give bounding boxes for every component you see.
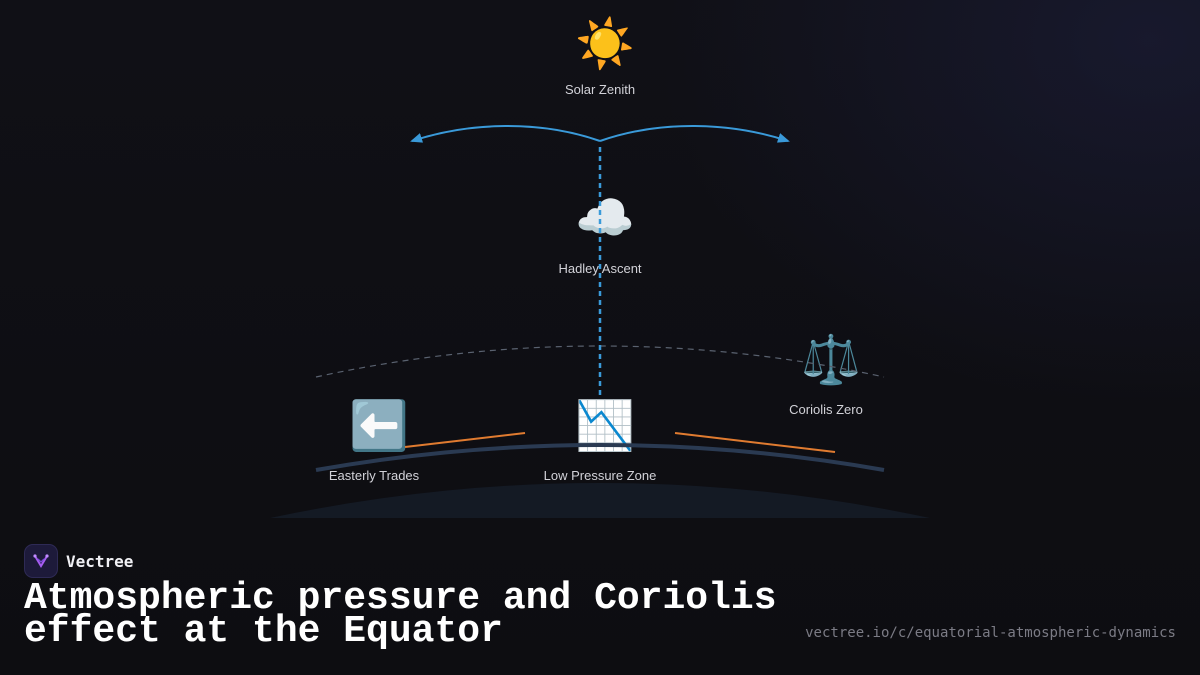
brand-name: Vectree xyxy=(66,551,134,571)
solar-zenith-label: Solar Zenith xyxy=(564,82,636,97)
outflow-arrow-left xyxy=(410,125,601,143)
low-pressure-zone-label: Low Pressure Zone xyxy=(543,468,657,483)
vectree-logo-icon xyxy=(24,544,58,578)
easterly-trades-label: Easterly Trades xyxy=(328,468,420,483)
outflow-arrow-right xyxy=(599,125,790,143)
trade-wind-left xyxy=(404,432,526,448)
surface-curve xyxy=(315,443,885,472)
balance-scale-icon: ⚖️ xyxy=(801,332,861,388)
left-arrow-icon: ⬅️ xyxy=(349,398,409,454)
sun-icon: ☀️ xyxy=(575,16,635,72)
brand[interactable]: Vectree xyxy=(24,544,133,578)
page-title: Atmospheric pressure and Coriolis effect… xyxy=(24,577,777,653)
brand-bar: Vectree xyxy=(24,544,133,578)
coriolis-zero-label: Coriolis Zero xyxy=(789,402,863,417)
trade-wind-right xyxy=(674,432,836,453)
cloud-icon: ☁️ xyxy=(575,190,635,246)
planet-surface xyxy=(270,483,930,518)
source-url[interactable]: vectree.io/c/equatorial-atmospheric-dyna… xyxy=(805,625,1176,641)
